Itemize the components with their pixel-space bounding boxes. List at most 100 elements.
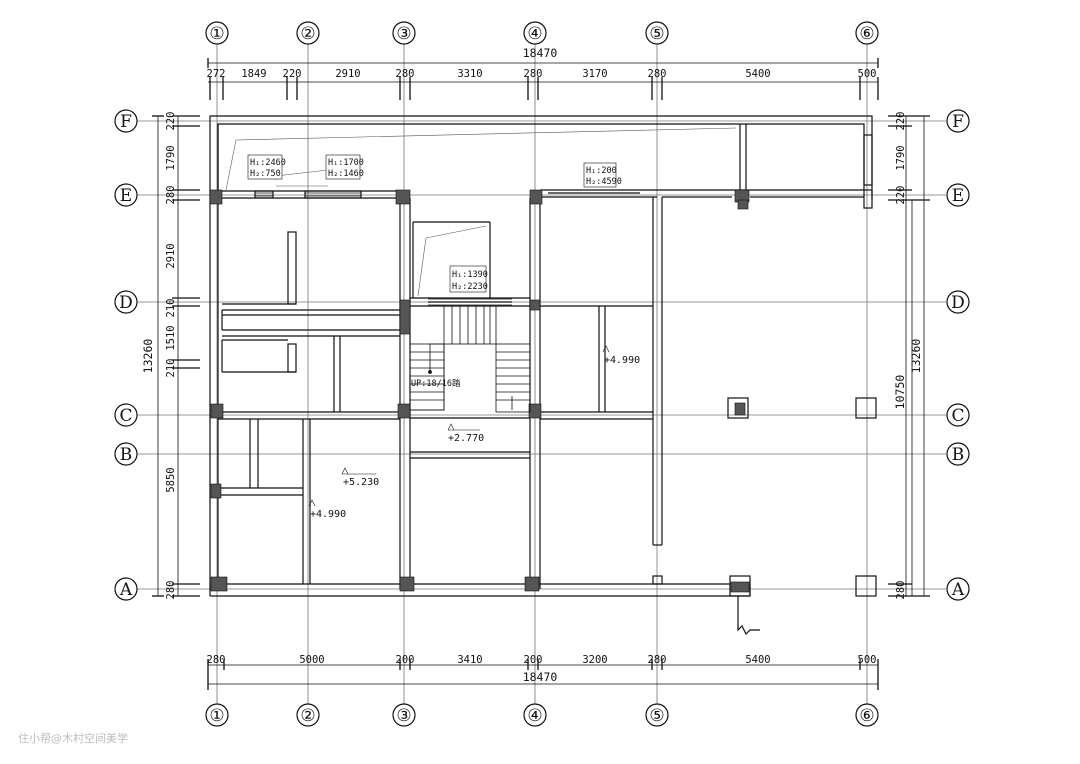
axis-column-3-top: ③ bbox=[392, 21, 416, 45]
svg-text:220: 220 bbox=[283, 68, 302, 80]
svg-text:⑥: ⑥ bbox=[859, 706, 874, 726]
axis-row-F-right: F bbox=[946, 109, 970, 133]
window-annotations: H₁:2460 H₂:750 H₁:1700 H₂:1460 H₁:200 H₂… bbox=[247, 154, 622, 389]
svg-text:⑤: ⑤ bbox=[649, 706, 664, 726]
top-dimension-chain bbox=[207, 58, 879, 100]
svg-text:+2.770: +2.770 bbox=[448, 433, 484, 444]
axis-row-A-right: A bbox=[946, 577, 970, 601]
svg-text:A: A bbox=[119, 580, 133, 600]
svg-text:H₁:1700: H₁:1700 bbox=[328, 158, 364, 168]
svg-text:3200: 3200 bbox=[582, 654, 607, 666]
axis-column-3-bottom: ③ bbox=[392, 703, 416, 727]
axis-column-2-bottom: ② bbox=[296, 703, 320, 727]
svg-text:2910: 2910 bbox=[165, 243, 177, 268]
svg-text:210: 210 bbox=[165, 299, 177, 318]
svg-text:13260: 13260 bbox=[141, 339, 155, 374]
svg-text:H₁:2460: H₁:2460 bbox=[250, 158, 286, 168]
svg-text:④: ④ bbox=[527, 706, 542, 726]
right-dimension-labels: 220 1790 220 280 10750 13260 bbox=[893, 112, 923, 600]
svg-text:220: 220 bbox=[895, 112, 907, 131]
svg-text:280: 280 bbox=[895, 581, 907, 600]
svg-text:H₁:200: H₁:200 bbox=[586, 166, 617, 176]
svg-text:⑤: ⑤ bbox=[649, 24, 664, 44]
svg-text:1790: 1790 bbox=[895, 145, 907, 170]
svg-text:E: E bbox=[120, 186, 132, 206]
axis-row-B-left: B bbox=[114, 442, 138, 466]
svg-text:①: ① bbox=[209, 706, 224, 726]
walls bbox=[209, 115, 877, 636]
axis-column-6-top: ⑥ bbox=[855, 21, 879, 45]
svg-text:①: ① bbox=[209, 24, 224, 44]
column-axis-markers: ① ② ③ ④ ⑤ ⑥ ① ② ③ ④ ⑤ ⑥ bbox=[205, 21, 879, 727]
svg-text:②: ② bbox=[300, 706, 315, 726]
svg-text:200: 200 bbox=[524, 654, 543, 666]
svg-text:272: 272 bbox=[207, 68, 226, 80]
svg-text:③: ③ bbox=[396, 706, 411, 726]
row-axis-markers: F E D C B A F E D C B A bbox=[114, 109, 970, 601]
svg-text:210: 210 bbox=[165, 359, 177, 378]
svg-text:18470: 18470 bbox=[523, 670, 558, 684]
svg-text:5850: 5850 bbox=[165, 467, 177, 492]
axis-row-E-left: E bbox=[114, 183, 138, 207]
svg-text:280: 280 bbox=[396, 68, 415, 80]
left-dimension-chain bbox=[152, 115, 200, 597]
svg-text:18470: 18470 bbox=[523, 46, 558, 60]
svg-text:H₂:750: H₂:750 bbox=[250, 169, 281, 179]
svg-text:10750: 10750 bbox=[893, 375, 907, 410]
axis-column-4-top: ④ bbox=[523, 21, 547, 45]
svg-text:280: 280 bbox=[207, 654, 226, 666]
axis-column-5-bottom: ⑤ bbox=[645, 703, 669, 727]
axis-column-5-top: ⑤ bbox=[645, 21, 669, 45]
svg-text:1849: 1849 bbox=[241, 68, 266, 80]
svg-text:F: F bbox=[120, 112, 132, 132]
axis-row-A-left: A bbox=[114, 577, 138, 601]
axis-row-B-right: B bbox=[946, 442, 970, 466]
svg-text:5400: 5400 bbox=[745, 68, 770, 80]
axis-column-4-bottom: ④ bbox=[523, 703, 547, 727]
elevation-markers: +4.990 +2.770 +5.230 +4.990 bbox=[308, 345, 640, 520]
svg-text:3170: 3170 bbox=[582, 68, 607, 80]
svg-text:280: 280 bbox=[165, 581, 177, 600]
svg-text:UP:18/16踏: UP:18/16踏 bbox=[411, 378, 461, 389]
windows bbox=[255, 192, 512, 306]
svg-text:④: ④ bbox=[527, 24, 542, 44]
bottom-dimension-labels: 280 5000 200 3410 200 3200 280 5400 500 … bbox=[207, 654, 877, 684]
axis-column-6-bottom: ⑥ bbox=[855, 703, 879, 727]
elevation-marker-1: +4.990 bbox=[602, 345, 640, 366]
svg-text:C: C bbox=[951, 406, 964, 426]
structural-columns bbox=[209, 189, 750, 593]
axis-row-C-left: C bbox=[114, 403, 138, 427]
svg-text:③: ③ bbox=[396, 24, 411, 44]
svg-text:220: 220 bbox=[895, 186, 907, 205]
svg-text:F: F bbox=[952, 112, 964, 132]
svg-text:220: 220 bbox=[165, 112, 177, 131]
svg-text:+4.990: +4.990 bbox=[604, 355, 640, 366]
bottom-dimension-chain bbox=[207, 659, 879, 690]
svg-text:280: 280 bbox=[165, 186, 177, 205]
left-dimension-labels: 13260 220 1790 280 2910 210 1510 210 585… bbox=[141, 112, 177, 600]
svg-text:⑥: ⑥ bbox=[859, 24, 874, 44]
svg-text:②: ② bbox=[300, 24, 315, 44]
svg-text:C: C bbox=[119, 406, 132, 426]
svg-text:1510: 1510 bbox=[165, 325, 177, 350]
axis-column-1-top: ① bbox=[205, 21, 229, 45]
svg-text:3310: 3310 bbox=[457, 68, 482, 80]
watermark: 住小帮@木村空间美学 bbox=[18, 731, 128, 745]
svg-text:500: 500 bbox=[858, 654, 877, 666]
svg-text:H₁:1390: H₁:1390 bbox=[452, 270, 488, 280]
axis-column-2-top: ② bbox=[296, 21, 320, 45]
svg-text:B: B bbox=[120, 445, 133, 465]
top-dimension-labels: 18470 272 1849 220 2910 280 3310 280 317… bbox=[207, 46, 877, 80]
elevation-marker-2: +2.770 bbox=[447, 423, 484, 444]
elevation-marker-3: +5.230 bbox=[341, 467, 379, 488]
svg-text:280: 280 bbox=[524, 68, 543, 80]
svg-text:H₂:4590: H₂:4590 bbox=[586, 177, 622, 187]
axis-row-E-right: E bbox=[946, 183, 970, 207]
svg-text:H₂:1460: H₂:1460 bbox=[328, 169, 364, 179]
svg-text:200: 200 bbox=[396, 654, 415, 666]
svg-text:B: B bbox=[952, 445, 965, 465]
svg-text:+5.230: +5.230 bbox=[343, 477, 379, 488]
svg-text:3410: 3410 bbox=[457, 654, 482, 666]
svg-text:280: 280 bbox=[648, 68, 667, 80]
